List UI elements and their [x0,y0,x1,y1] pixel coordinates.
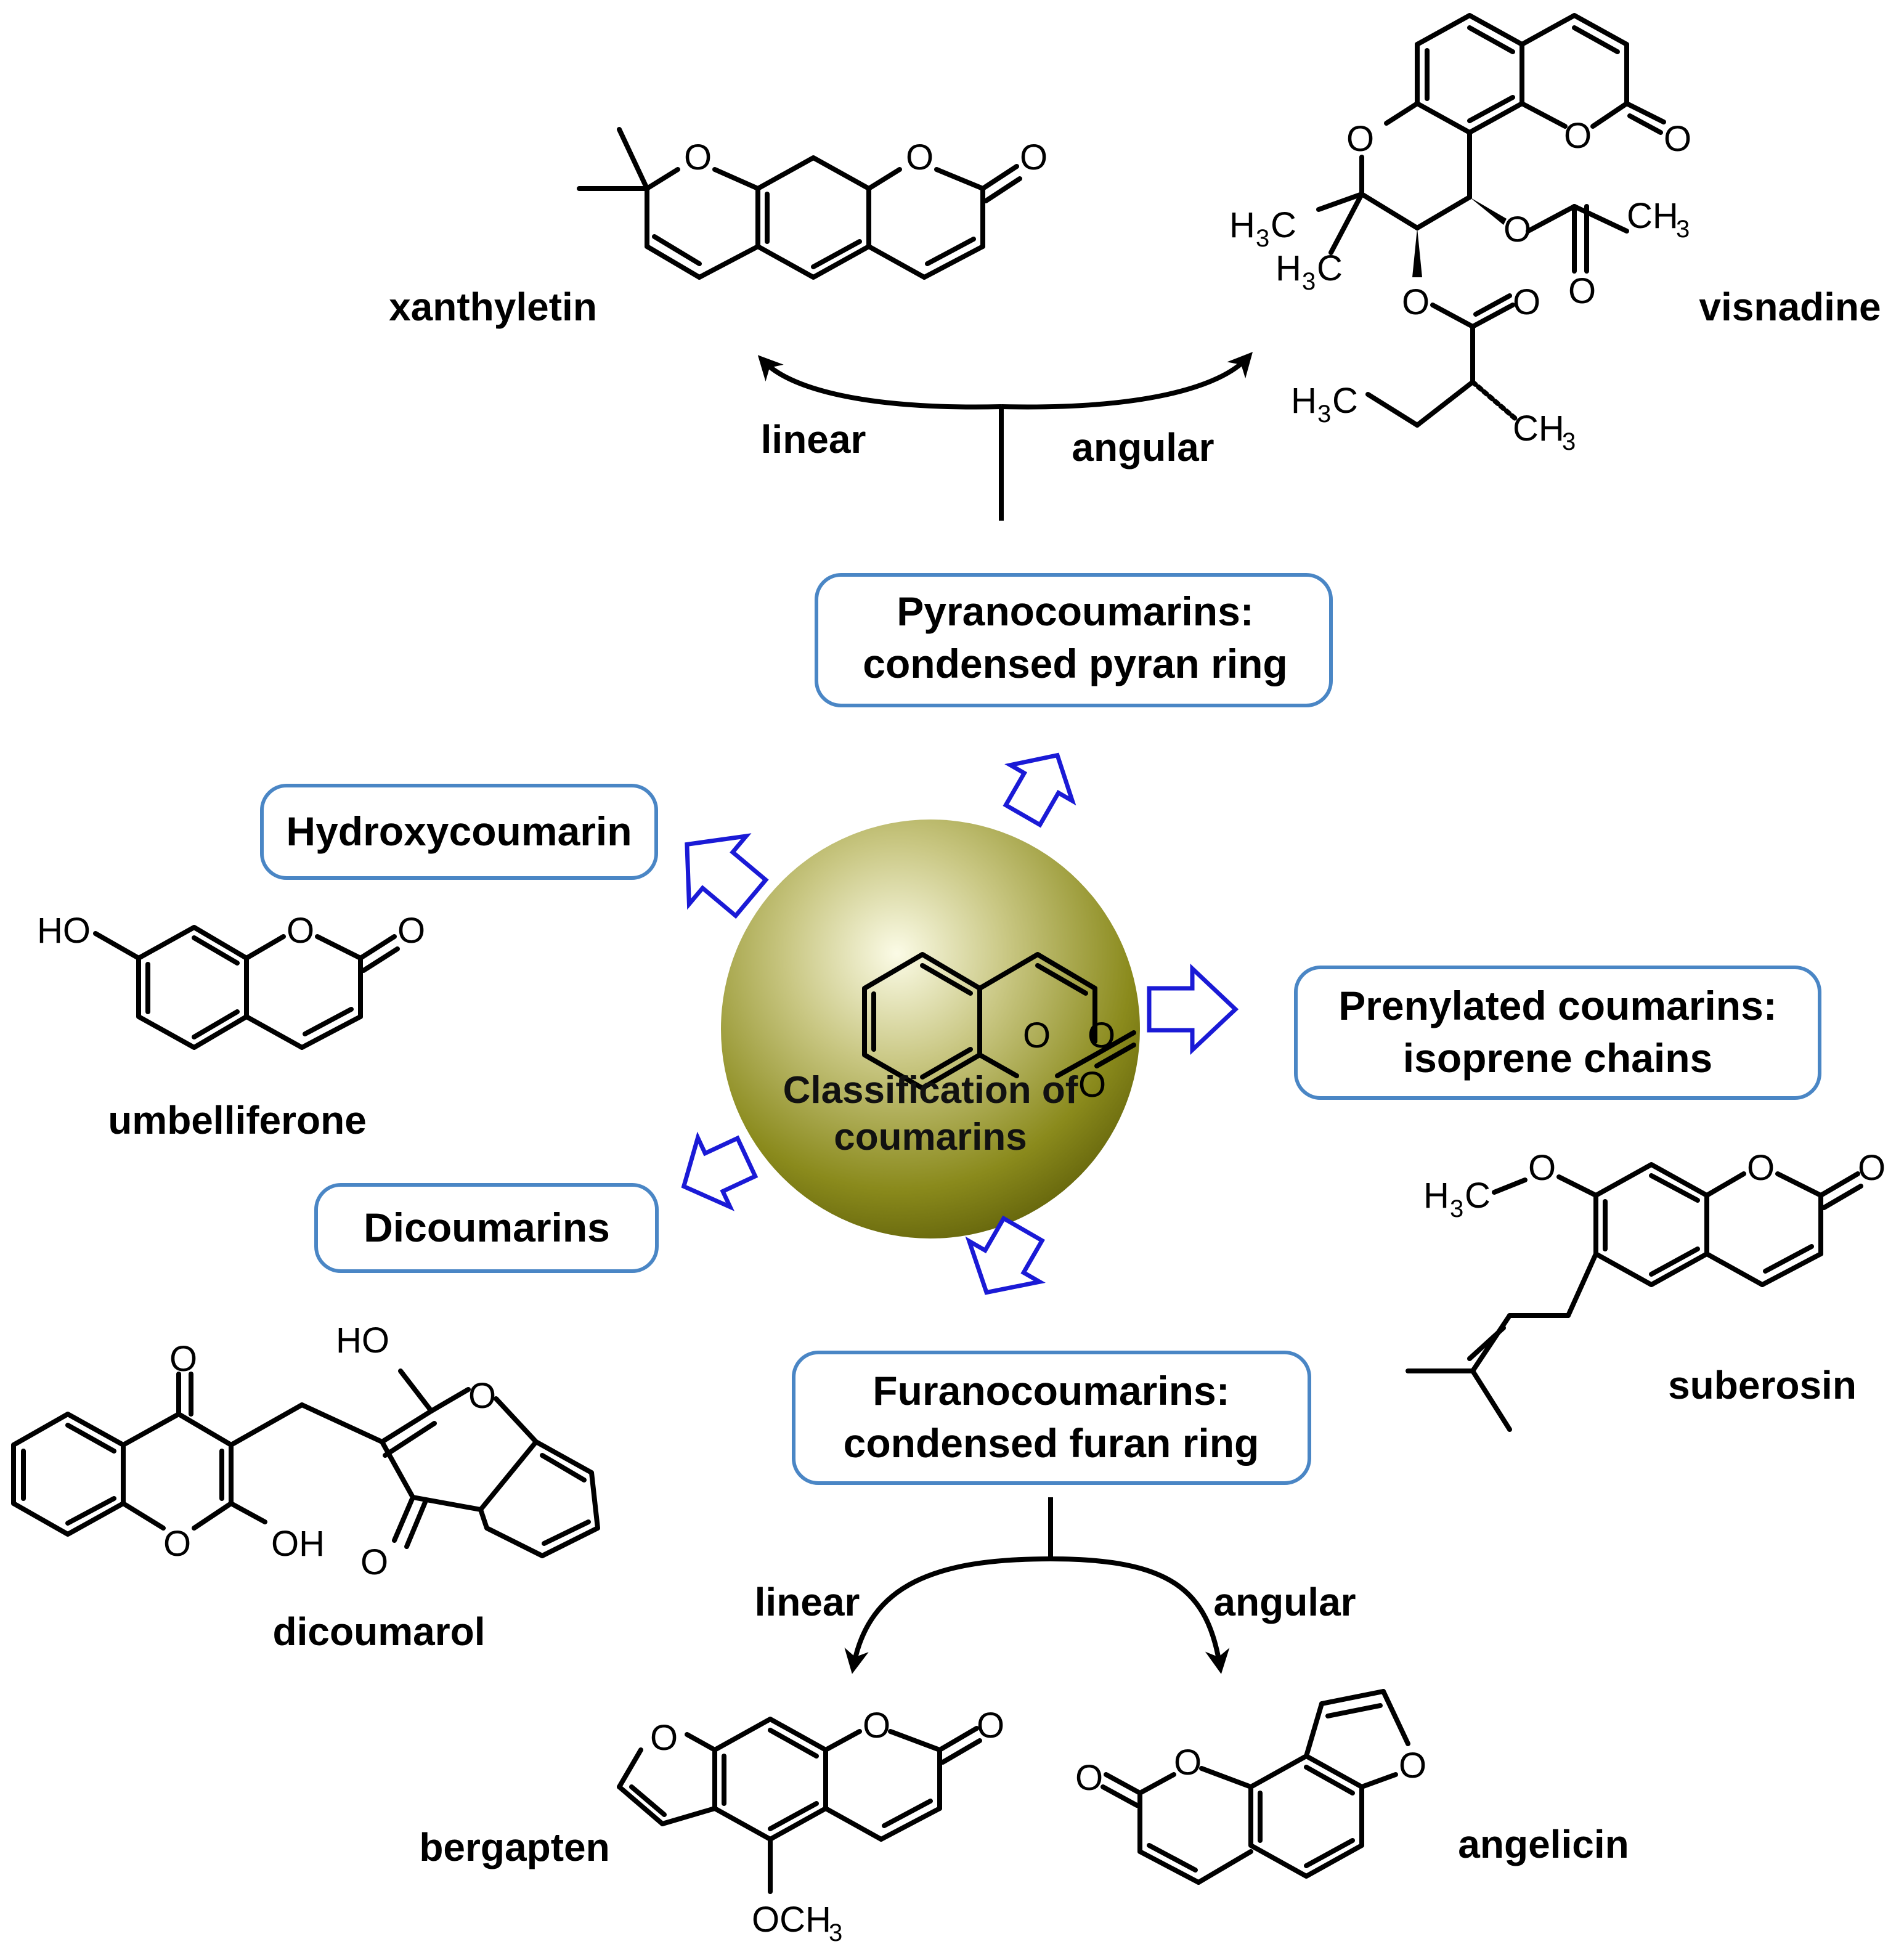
suberosin-structure: H 3 C O O O suberosin [1406,1148,1886,1432]
atom-o: O [684,137,712,177]
carbonyl-o: O [1075,1758,1103,1798]
pyrano-angular-label: angular [1072,425,1214,470]
arrow-to-pyrano [1003,752,1076,828]
carbonyl-o: O [1664,119,1691,159]
methoxy-h: H [1423,1176,1449,1216]
furano-title: Furanocoumarins: [873,1368,1229,1413]
furano-subtitle: condensed furan ring [844,1420,1259,1466]
methyl-subscript: 3 [1302,268,1316,295]
pyrano-branch: linear angular [757,352,1253,521]
furano-angular-label: angular [1213,1580,1356,1624]
atom-o: O [906,137,934,177]
arrow-to-prenylated [1147,963,1239,1055]
hydroxycoumarin-box: Hydroxycoumarin [260,784,658,880]
atom-o: O [1564,116,1592,156]
xanthyletin-structure: O O O xanthyletin [389,127,1048,329]
hydroxyl-ho: HO [336,1320,389,1360]
hydroxyl-oh: OH [271,1524,325,1564]
atom-o: O [1399,1746,1426,1786]
atom-o: O [1528,1148,1556,1188]
hydroxyl-ho: HO [37,911,91,951]
dicoumarins-box: Dicoumarins [314,1183,659,1273]
pyrano-subtitle: condensed pyran ring [863,641,1287,686]
visnadine-structure: O O O O O CH 3 H 3 C H 3 C O O [1229,13,1881,455]
methyl-h: H [1275,248,1301,288]
carbonyl-o: O [1020,137,1048,177]
prenylated-title: Prenylated coumarins: [1338,983,1777,1028]
pyrano-title: Pyranocoumarins: [897,588,1254,634]
suberosin-label: suberosin [1668,1363,1857,1407]
furanocoumarins-box: Furanocoumarins: condensed furan ring [792,1351,1311,1485]
methyl-subscript: 3 [1676,216,1690,243]
methyl-subscript: 3 [1317,401,1331,428]
arrow-to-dicoumarins [681,1131,759,1211]
atom-o: O [1346,119,1374,159]
carbonyl-o: O [1088,1015,1115,1055]
visnadine-label: visnadine [1699,285,1881,329]
center-sphere: O O O Classification of coumarins [721,819,1140,1238]
dicoumarol-structure: O O OH HO O O dicoumarol [11,1320,600,1654]
atom-o: O [1078,1065,1106,1105]
angelicin-label: angelicin [1458,1822,1629,1866]
methyl-h: H [1229,205,1255,245]
methyl-c: C [1271,205,1296,245]
arrow-to-furano [965,1215,1046,1295]
umbelliferone-label: umbelliferone [108,1098,367,1142]
atom-o: O [163,1524,191,1564]
carbonyl-o: O [1568,271,1596,311]
bergapten-label: bergapten [419,1825,609,1869]
methoxy-och: OCH [752,1900,831,1940]
carbonyl-o: O [1513,282,1540,322]
atom-o: O [1402,282,1430,322]
angelicin-structure: O O O angelicin [1075,1689,1629,1885]
carbonyl-o: O [360,1542,388,1582]
atom-o: O [1023,1015,1051,1055]
arrow-to-hydroxy [685,833,769,919]
methyl-h: H [1291,381,1317,421]
methyl-subscript: 3 [829,1919,842,1946]
atom-o: O [468,1376,496,1416]
carbonyl-o: O [977,1706,1004,1746]
atom-o: O [650,1718,678,1758]
atom-o: O [287,911,314,951]
dicoumarins-title: Dicoumarins [364,1205,610,1250]
atom-o: O [1747,1148,1775,1188]
furano-linear-label: linear [755,1580,860,1624]
methyl-subscript: 3 [1562,428,1576,455]
coumarin-core-structure: O O O [862,952,1136,1105]
center-title-line2: coumarins [834,1116,1027,1158]
prenylated-box: Prenylated coumarins: isoprene chains [1294,966,1821,1100]
carbonyl-o: O [397,911,425,951]
methoxy-c: C [1465,1176,1491,1216]
atom-o: O [1174,1743,1202,1783]
methyl-ch: CH [1627,196,1678,236]
umbelliferone-structure: HO O O umbelliferone [37,911,425,1142]
methyl-subscript: 3 [1450,1195,1463,1222]
dicoumarol-label: dicoumarol [273,1609,486,1654]
hydroxy-title: Hydroxycoumarin [286,808,632,854]
atom-o: O [863,1706,890,1746]
xanthyletin-label: xanthyletin [389,285,597,329]
bergapten-structure: O O O OCH 3 bergapten [419,1706,1004,1946]
carbonyl-o: O [1858,1148,1886,1188]
methyl-subscript: 3 [1256,225,1269,252]
prenylated-subtitle: isoprene chains [1403,1035,1713,1081]
carbonyl-o: O [169,1339,197,1379]
center-title-line1: Classification of [783,1069,1078,1112]
pyrano-linear-label: linear [761,417,866,462]
furano-branch: linear angular [755,1497,1356,1674]
methyl-c: C [1332,381,1358,421]
pyranocoumarins-box: Pyranocoumarins: condensed pyran ring [815,573,1333,707]
methyl-ch: CH [1513,409,1564,449]
methyl-c: C [1317,248,1343,288]
